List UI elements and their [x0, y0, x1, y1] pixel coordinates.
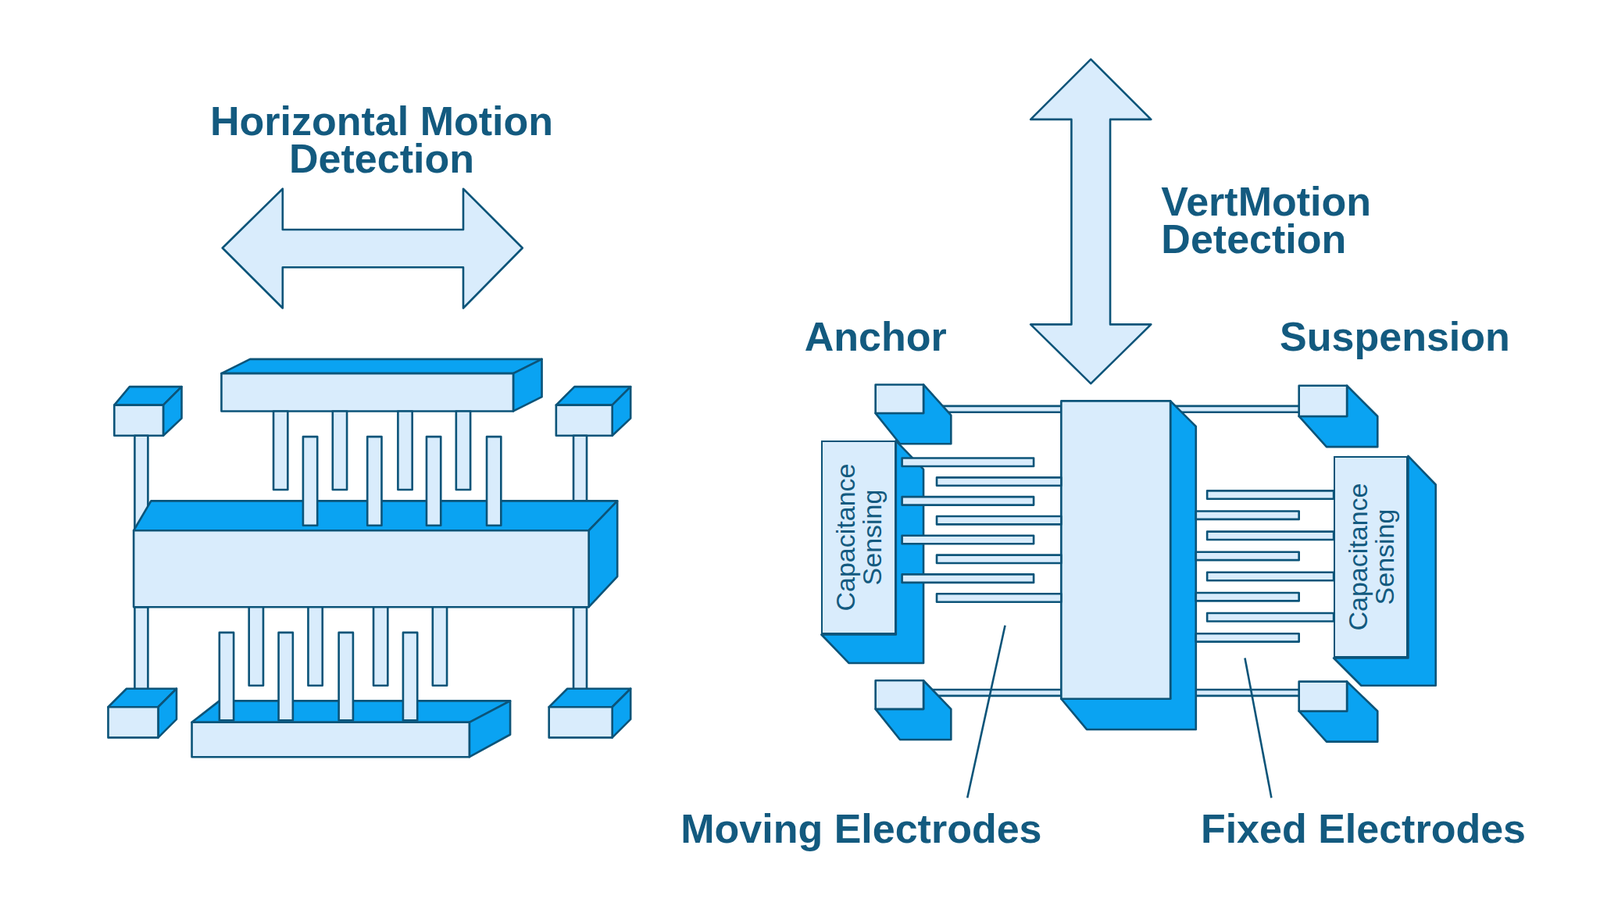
electrode-bar: [1196, 510, 1300, 519]
electrode-bar: [1196, 552, 1300, 561]
electrode-bar: [1207, 613, 1334, 622]
electrode-bar: [1207, 532, 1334, 540]
axis-label: VertMotion Detection: [1160, 182, 1505, 258]
anchor-block: [875, 384, 1379, 742]
leader-line: [967, 625, 1005, 799]
electrode-bar: [936, 477, 1061, 486]
part-label: Fixed Electrodes: [1200, 810, 1526, 848]
electrode-bar: [1207, 572, 1334, 581]
block-label: Capacitance Sensing: [832, 446, 886, 629]
leader-line: [1244, 658, 1272, 799]
electrode-bar: [1196, 633, 1300, 642]
electrode-bar: [936, 593, 1061, 602]
fixed-bar: [221, 359, 542, 412]
double-arrow: [222, 189, 523, 309]
comb-finger: [219, 632, 418, 721]
proof-mass: [1060, 400, 1196, 730]
electrode-bar: [936, 516, 1061, 525]
electrode-bar: [902, 496, 1034, 505]
part-label: Moving Electrodes: [680, 810, 1042, 848]
anchor-block: [107, 689, 631, 739]
electrode-bar: [902, 574, 1034, 583]
electrode-bar: [1196, 592, 1300, 601]
block-label: Capacitance Sensing: [1344, 461, 1398, 654]
axis-label: Horizontal Motion Detection: [162, 102, 600, 178]
part-label: Anchor: [804, 317, 947, 356]
electrode-bar: [936, 555, 1061, 564]
double-arrow: [1030, 59, 1151, 384]
sensing-block: Capacitance Sensing: [821, 440, 896, 635]
sensing-block: Capacitance Sensing: [1333, 456, 1408, 659]
part-label: Suspension: [1279, 317, 1511, 356]
electrode-bar: [902, 535, 1034, 544]
electrode-bar: [902, 458, 1034, 467]
electrode-set: [902, 458, 1334, 643]
electrode-bar: [1207, 490, 1334, 499]
